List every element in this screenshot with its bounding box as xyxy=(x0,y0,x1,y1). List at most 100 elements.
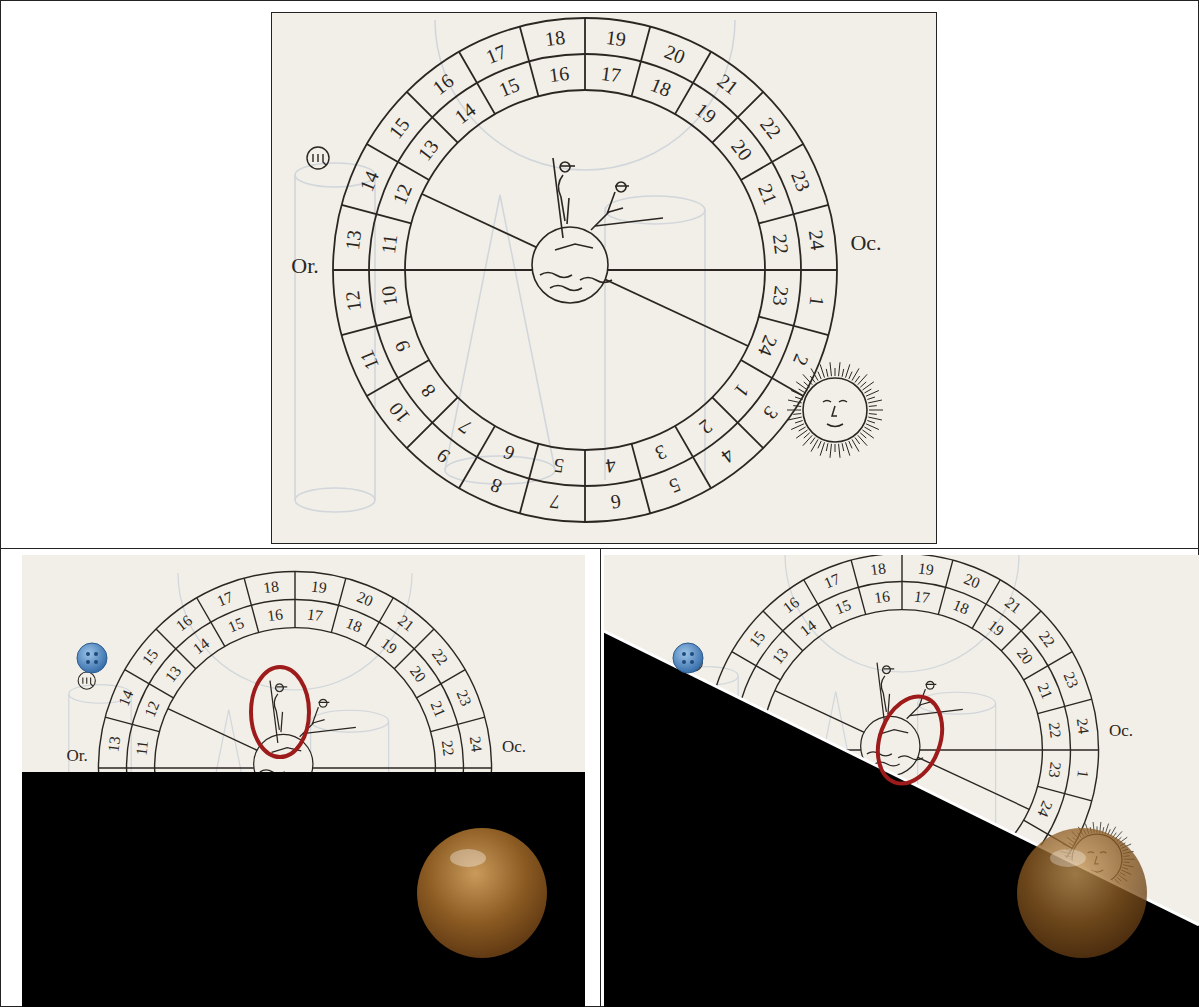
right-panel xyxy=(604,555,1199,1007)
hour-number: 23 xyxy=(453,688,473,708)
hour-number: 22 xyxy=(1046,721,1063,738)
hour-number: 18 xyxy=(648,74,674,100)
image-frame xyxy=(272,13,937,544)
hour-number: 16 xyxy=(548,62,570,84)
hour-number: 11 xyxy=(133,739,150,756)
hour-number: 24 xyxy=(1074,717,1091,734)
hour-number: 7 xyxy=(548,491,561,512)
direction-label: Oc. xyxy=(502,738,526,755)
hour-number: 6 xyxy=(609,491,622,512)
hour-number: 16 xyxy=(173,612,195,634)
hour-number: 22 xyxy=(1036,628,1058,650)
hour-number: 20 xyxy=(728,135,756,163)
blue-button xyxy=(77,643,107,673)
hour-number: 13 xyxy=(105,735,122,752)
hour-number: 20 xyxy=(661,41,687,67)
hour-number: 14 xyxy=(116,688,136,708)
hour-number: 15 xyxy=(385,113,413,141)
hour-number: 17 xyxy=(482,41,508,67)
sun-sphere xyxy=(1017,828,1147,958)
hour-number: 17 xyxy=(600,62,622,84)
hour-number: 12 xyxy=(389,181,415,207)
hour-number: 9 xyxy=(391,337,413,354)
hour-number: 19 xyxy=(691,99,719,127)
hour-number: 23 xyxy=(1046,761,1063,778)
hour-number: 22 xyxy=(429,646,451,668)
hour-number: 23 xyxy=(788,167,814,193)
hour-number: 13 xyxy=(342,228,364,250)
hour-number: 16 xyxy=(428,70,456,98)
hour-number: 23 xyxy=(770,285,792,307)
hour-number: 5 xyxy=(666,475,683,497)
hour-number: 16 xyxy=(873,588,890,605)
hour-number: 13 xyxy=(162,663,184,685)
hour-number: 15 xyxy=(139,646,161,668)
hour-number: 10 xyxy=(385,398,413,426)
hour-number: 21 xyxy=(395,612,417,634)
hour-number: 21 xyxy=(755,181,781,207)
hour-number: 22 xyxy=(770,233,792,255)
hour-number: 8 xyxy=(487,475,504,497)
hour-number: 11 xyxy=(356,347,382,372)
hour-number: 17 xyxy=(306,606,323,623)
hour-number: 21 xyxy=(1002,594,1024,616)
hour-number: 18 xyxy=(262,578,279,595)
hour-number: 14 xyxy=(356,167,382,193)
sun-sphere xyxy=(417,828,547,958)
hour-number: 5 xyxy=(553,456,566,477)
direction-label: Oc. xyxy=(850,232,881,254)
hour-number: 9 xyxy=(432,445,452,467)
night-overlay xyxy=(22,772,585,1007)
hour-number: 7 xyxy=(454,416,474,438)
hour-number: 10 xyxy=(377,285,399,307)
left-panel xyxy=(22,555,585,1007)
hour-number: 20 xyxy=(1014,645,1036,667)
hour-number: 14 xyxy=(450,99,478,127)
hour-number: 12 xyxy=(142,699,162,719)
hour-number: 3 xyxy=(652,442,669,464)
hour-number: 20 xyxy=(355,589,375,609)
hour-number: 18 xyxy=(344,615,364,635)
hour-number: 3 xyxy=(760,402,782,422)
hour-number: 19 xyxy=(310,578,327,595)
hour-number: 18 xyxy=(543,27,565,49)
hour-number: 21 xyxy=(1035,681,1055,701)
direction-label: Oc. xyxy=(1109,722,1133,739)
direction-label: Or. xyxy=(291,255,319,277)
hour-number: 16 xyxy=(266,606,283,623)
hour-number: 4 xyxy=(717,445,737,467)
hour-number: 15 xyxy=(746,628,768,650)
hour-number: 8 xyxy=(417,380,439,400)
hour-number: 24 xyxy=(467,735,484,752)
hour-number: 14 xyxy=(190,635,212,657)
hour-number: 16 xyxy=(780,594,802,616)
hour-number: 23 xyxy=(1060,670,1080,690)
hour-number: 15 xyxy=(833,597,853,617)
highlight-ellipse xyxy=(866,687,953,792)
hour-number: 24 xyxy=(755,333,781,359)
hour-number: 20 xyxy=(407,663,429,685)
hour-number: 14 xyxy=(797,617,819,639)
hour-number: 12 xyxy=(342,289,364,311)
hour-number: 17 xyxy=(913,588,930,605)
hour-number: 1 xyxy=(806,294,827,307)
hour-number: 22 xyxy=(757,113,785,141)
hour-number: 13 xyxy=(769,645,791,667)
hour-number: 2 xyxy=(695,416,715,438)
hour-number: 18 xyxy=(869,560,886,577)
hour-number: 20 xyxy=(962,571,982,591)
hour-number: 19 xyxy=(604,27,626,49)
top-panel xyxy=(271,12,937,544)
hour-number: 21 xyxy=(428,699,448,719)
hour-number: 18 xyxy=(951,597,971,617)
hour-number: 6 xyxy=(501,442,518,464)
hour-number: 17 xyxy=(822,571,842,591)
hour-number: 1 xyxy=(731,380,753,400)
hour-number: 13 xyxy=(414,135,442,163)
direction-label: Or. xyxy=(66,747,87,764)
hour-number: 19 xyxy=(917,560,934,577)
hour-dial xyxy=(295,18,883,522)
